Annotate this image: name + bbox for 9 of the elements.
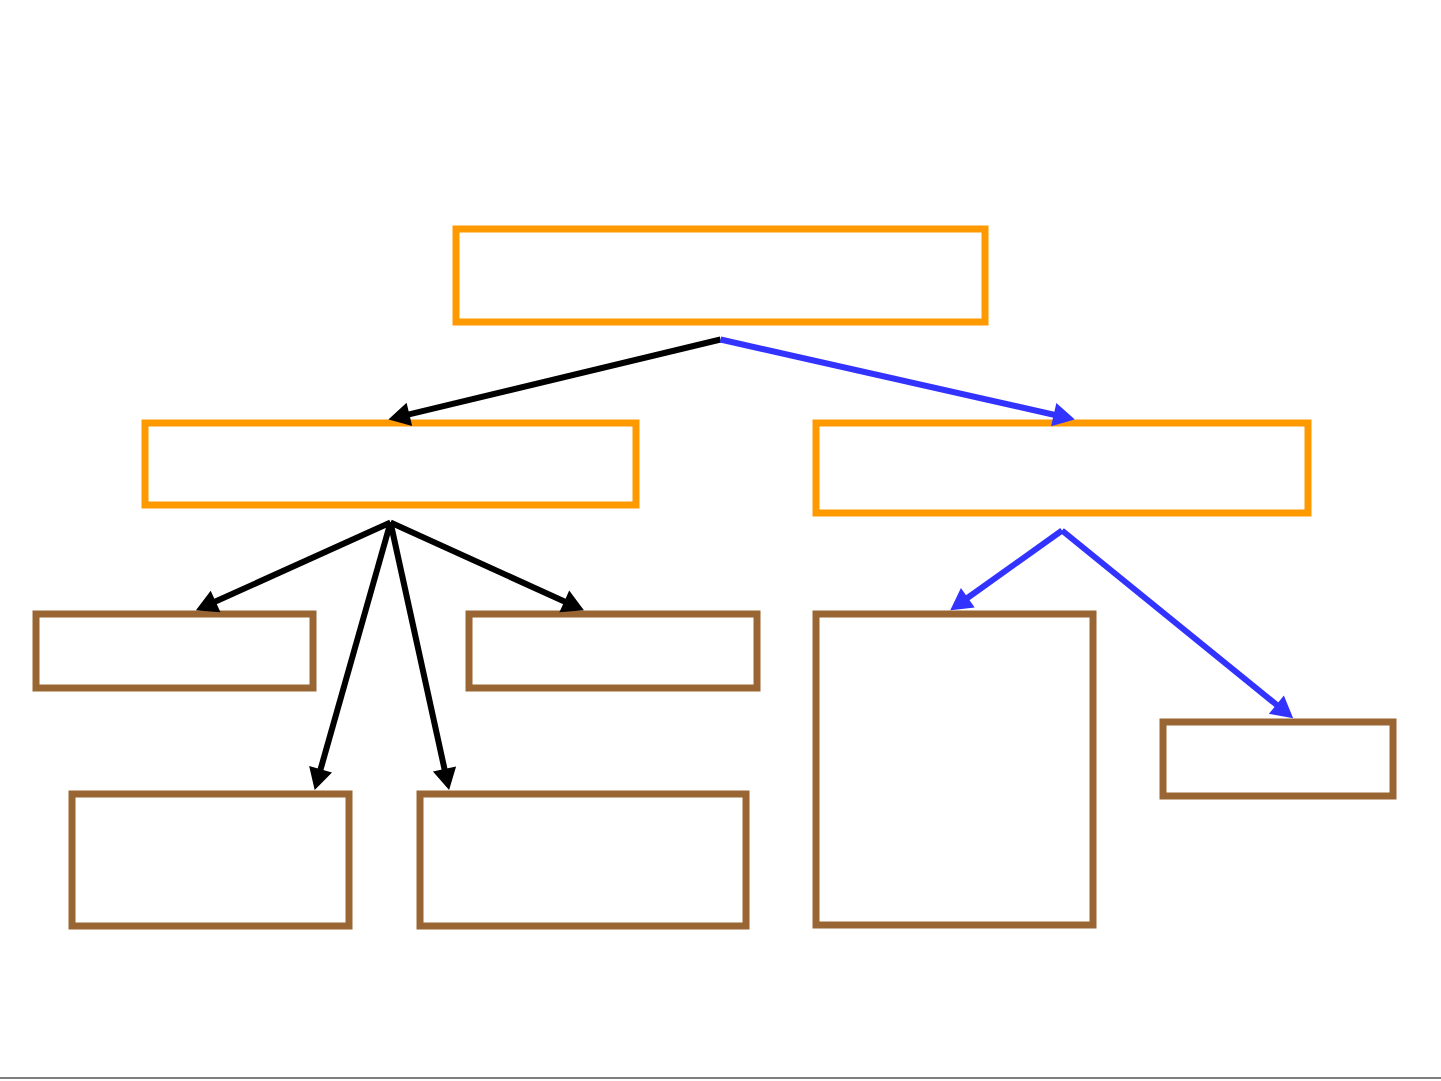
- box: [812, 610, 1097, 929]
- box: [465, 610, 761, 692]
- box: [141, 419, 640, 509]
- box: [452, 225, 989, 326]
- box: [1159, 718, 1397, 800]
- box: [68, 790, 353, 930]
- box: [416, 790, 750, 930]
- box: [32, 610, 317, 692]
- box: [812, 419, 1312, 517]
